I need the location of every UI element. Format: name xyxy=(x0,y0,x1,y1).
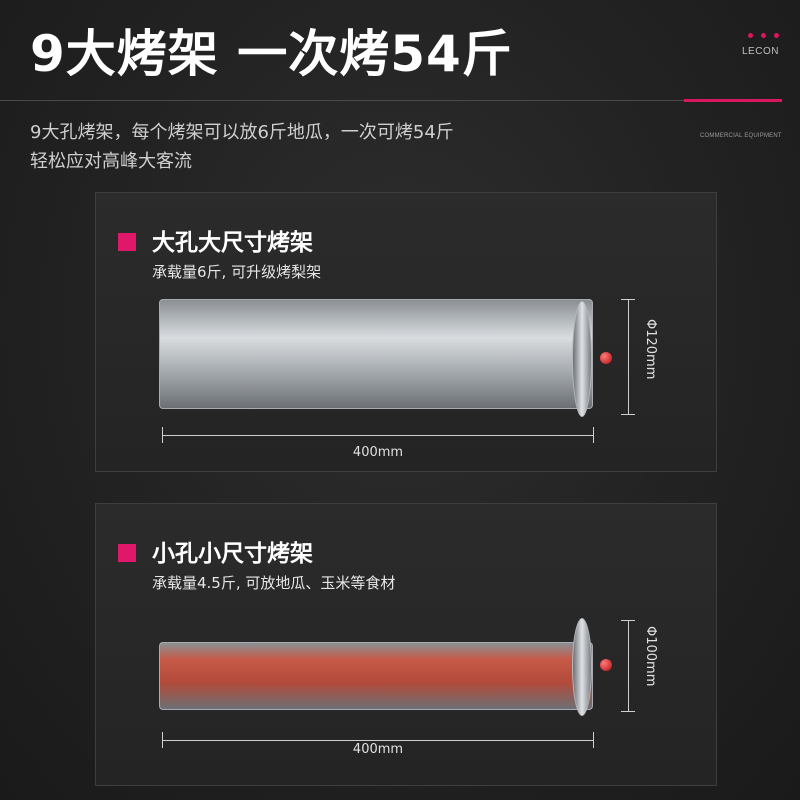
rack-with-sweet-potatoes-illustration xyxy=(159,642,593,710)
intro-text: 9大孔烤架，每个烤架可以放6斤地瓜，一次可烤54斤 轻松应对高峰大客流 xyxy=(30,118,454,176)
brand-dot xyxy=(761,33,766,38)
rack-end-plate xyxy=(572,618,592,716)
header-accent-bar xyxy=(684,99,782,102)
width-label: 400mm xyxy=(352,742,404,757)
small-rack-panel: 小孔小尺寸烤架 承载量4.5斤, 可放地瓜、玉米等食材 Φ100mm 400mm xyxy=(95,503,717,786)
intro-line: 9大孔烤架，每个烤架可以放6斤地瓜，一次可烤54斤 xyxy=(30,122,454,143)
width-dimension-line xyxy=(162,732,594,748)
rack-with-cups-illustration xyxy=(159,299,593,409)
panel-title: 小孔小尺寸烤架 xyxy=(152,541,313,567)
brand-dots xyxy=(748,33,788,43)
header-divider xyxy=(0,100,684,101)
panel-description: 承载量6斤, 可升级烤梨架 xyxy=(152,263,322,281)
section-marker xyxy=(118,544,136,562)
page-headline: 9大烤架 一次烤54斤 xyxy=(30,25,513,83)
rack-knob xyxy=(600,352,612,364)
rack-end-plate xyxy=(572,301,592,417)
large-rack-panel: 大孔大尺寸烤架 承载量6斤, 可升级烤梨架 Φ120mm 400mm xyxy=(95,192,717,472)
brand-dot xyxy=(774,33,779,38)
diameter-dimension-line xyxy=(621,620,635,712)
brand-dot xyxy=(748,33,753,38)
brand-subtitle: COMMERCIAL EQUIPMENT xyxy=(700,133,782,139)
diameter-dimension-line xyxy=(621,299,635,415)
width-dimension-line xyxy=(162,427,594,443)
panel-title: 大孔大尺寸烤架 xyxy=(152,230,313,256)
panel-description: 承载量4.5斤, 可放地瓜、玉米等食材 xyxy=(152,574,396,592)
section-marker xyxy=(118,233,136,251)
intro-line: 轻松应对高峰大客流 xyxy=(30,151,192,172)
rack-knob xyxy=(600,659,612,671)
brand-name: LECON xyxy=(742,46,779,57)
width-label: 400mm xyxy=(352,445,404,460)
diameter-label: Φ120mm xyxy=(643,319,658,380)
diameter-label: Φ100mm xyxy=(643,626,658,687)
